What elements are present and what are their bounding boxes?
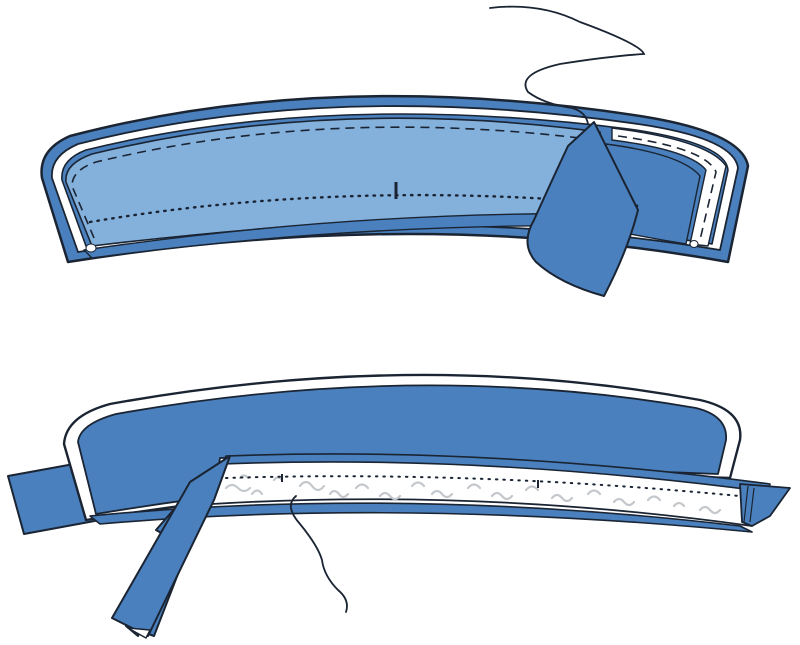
collar-band-edge-stitched-figure (7, 373, 791, 639)
turned-collar-flap (526, 121, 639, 297)
band-flap-tip (127, 627, 151, 639)
collar-right-turned-band (611, 127, 727, 247)
collar-band-right-end (739, 483, 791, 527)
thread-bottom (290, 495, 348, 613)
collar-stitched-and-turned-figure (40, 5, 750, 297)
collar-point-right (689, 240, 699, 248)
thread-top (489, 5, 646, 125)
stitching-line-dashed (71, 126, 597, 239)
band-right-fold-line-1 (743, 485, 749, 523)
stitching-line-dashed-right (617, 135, 717, 241)
collar-point-left (85, 243, 97, 253)
collar-band-lower-strip (89, 502, 753, 533)
band-flap-face (111, 455, 231, 637)
band-right-fold-line-2 (749, 487, 755, 523)
band-stitching-dotted (225, 475, 761, 499)
